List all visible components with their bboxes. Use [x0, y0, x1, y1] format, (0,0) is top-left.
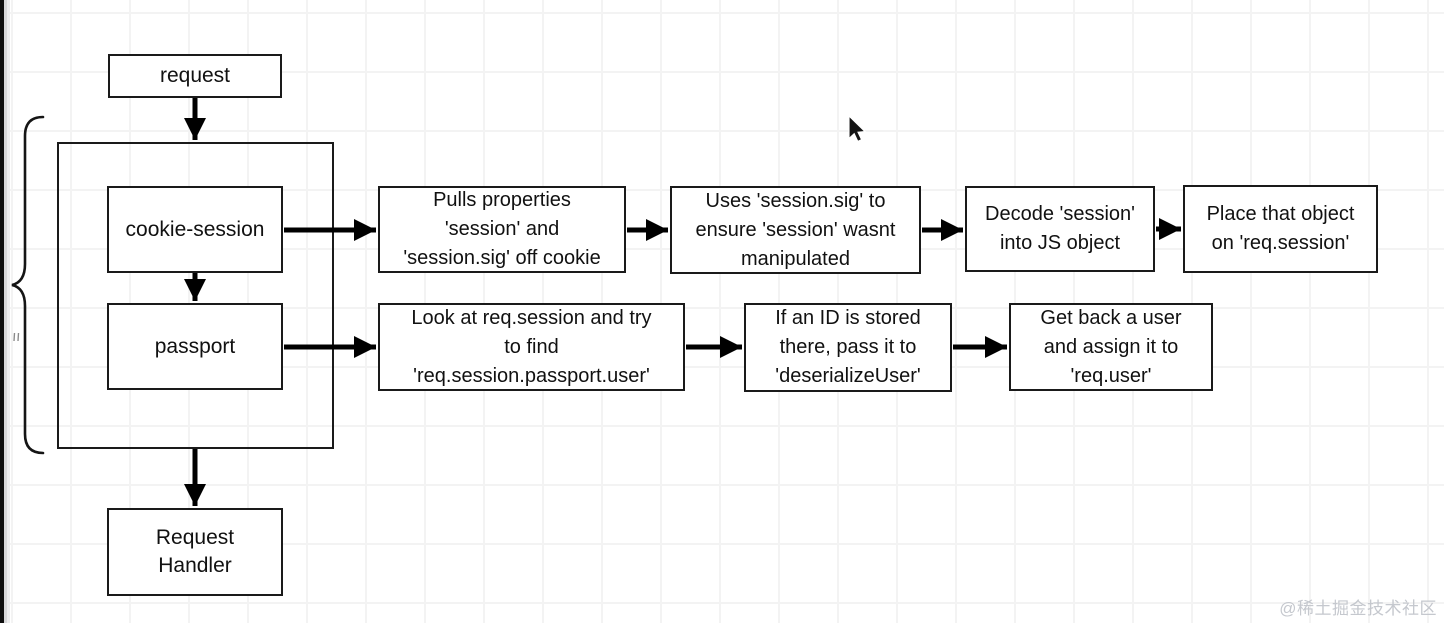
- passport-step-2-box: If an ID is stored there, pass it to 'de…: [744, 303, 952, 392]
- passport-step-3-label: Get back a user and assign it to 'req.us…: [1040, 306, 1182, 387]
- node-request-box: request: [108, 54, 282, 98]
- cookie-session-step-4-label: Place that object on 'req.session': [1206, 203, 1355, 254]
- node-passport-label: passport: [154, 334, 236, 358]
- curly-brace-icon: [11, 115, 45, 455]
- cookie-session-step-3-label: Decode 'session' into JS object: [985, 203, 1135, 254]
- node-request-label: request: [159, 64, 231, 87]
- cookie-session-step-1-box: Pulls properties 'session' and 'session.…: [378, 186, 626, 273]
- node-request-handler-label: Request Handler: [155, 526, 235, 577]
- middleware-container-box: [57, 142, 334, 449]
- left-edge-strip: [0, 0, 11, 623]
- cookie-session-step-1-label: Pulls properties 'session' and 'session.…: [403, 189, 601, 269]
- passport-step-1-box: Look at req.session and try to find 'req…: [378, 303, 685, 391]
- passport-step-1-label: Look at req.session and try to find 'req…: [411, 306, 652, 387]
- node-cookie-session-box: cookie-session: [107, 186, 283, 273]
- cookie-session-step-4-box: Place that object on 'req.session': [1183, 185, 1378, 273]
- passport-step-2-label: If an ID is stored there, pass it to 'de…: [775, 307, 921, 387]
- node-cookie-session-label: cookie-session: [125, 217, 265, 241]
- cookie-session-step-2-label: Uses 'session.sig' to ensure 'session' w…: [695, 189, 896, 270]
- passport-step-3-box: Get back a user and assign it to 'req.us…: [1009, 303, 1213, 391]
- stray-mark: [13, 332, 20, 342]
- node-request-handler-box: Request Handler: [107, 508, 283, 596]
- cookie-session-step-2-box: Uses 'session.sig' to ensure 'session' w…: [670, 186, 921, 274]
- cookie-session-step-3-box: Decode 'session' into JS object: [965, 186, 1155, 272]
- node-passport-box: passport: [107, 303, 283, 390]
- mouse-cursor-icon: [848, 114, 867, 143]
- watermark: @稀土掘金技术社区: [1279, 599, 1437, 618]
